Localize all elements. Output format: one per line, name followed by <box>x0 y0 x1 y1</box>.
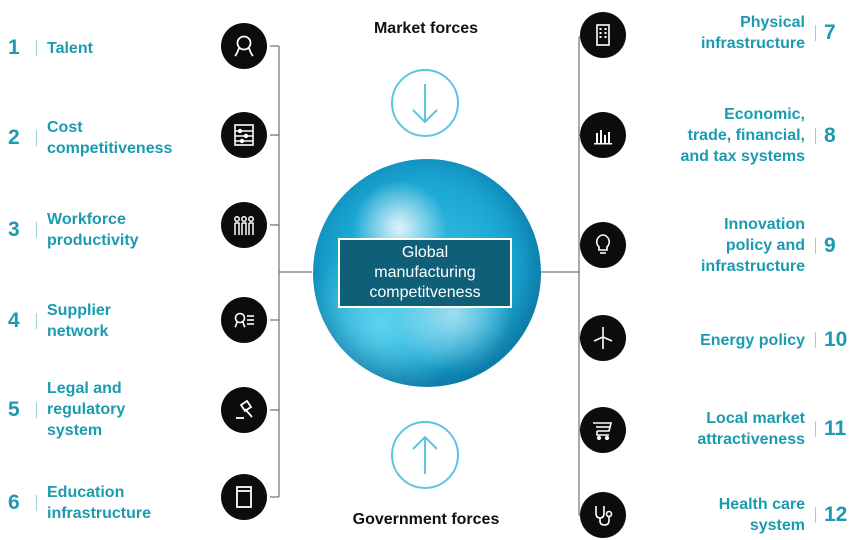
book-icon <box>221 474 267 520</box>
divider <box>36 40 37 56</box>
government-forces-heading: Government forces <box>352 511 500 528</box>
factor-number: 1 <box>8 36 20 59</box>
factor-label: Education infrastructure <box>47 484 152 522</box>
divider <box>815 332 816 348</box>
divider <box>36 495 37 511</box>
factor-label: Talent <box>47 39 93 57</box>
wind-turbine-icon <box>580 315 626 361</box>
factor-number: 10 <box>824 328 848 351</box>
factor-label: Legal and regulatory system <box>47 380 126 439</box>
divider <box>36 130 37 146</box>
divider <box>815 127 816 144</box>
factor-number: 9 <box>824 233 836 257</box>
factor-label: Innovation policy and infrastructure <box>700 216 805 275</box>
factor-label: Cost competitiveness <box>47 119 173 157</box>
down-arrow-icon <box>391 69 459 137</box>
factor-economic-systems: Economic, trade, financial, and tax syst… <box>680 104 854 167</box>
factor-education-infrastructure: 6 Education infrastructure <box>8 482 151 524</box>
factor-number: 2 <box>8 126 20 149</box>
factor-supplier-network: 4 Supplier network <box>8 300 111 342</box>
person-head-icon <box>221 23 267 69</box>
factor-health-care: Health care system 12 <box>719 494 854 536</box>
shopping-cart-icon <box>580 407 626 453</box>
factor-number: 3 <box>8 218 20 241</box>
factor-label: Workforce productivity <box>47 211 139 249</box>
factor-number: 5 <box>8 397 20 421</box>
divider <box>815 507 816 523</box>
factor-number: 4 <box>8 309 20 332</box>
factor-label: Local market attractiveness <box>697 410 805 448</box>
building-icon <box>580 12 626 58</box>
divider <box>815 237 816 254</box>
divider <box>36 313 37 329</box>
factor-physical-infrastructure: Physical infrastructure 7 <box>701 12 854 54</box>
divider <box>815 421 816 437</box>
abacus-icon <box>221 112 267 158</box>
factor-energy-policy: Energy policy 10 <box>700 328 854 352</box>
center-label: Global manufacturing competitveness <box>338 238 512 308</box>
factor-label: Physical infrastructure <box>700 14 805 52</box>
factor-number: 12 <box>824 503 848 526</box>
factor-local-market: Local market attractiveness 11 <box>697 408 854 450</box>
factor-label: Health care system <box>718 496 805 534</box>
factor-number: 6 <box>8 491 20 514</box>
bar-chart-icon <box>580 112 626 158</box>
market-forces-heading: Market forces <box>373 20 479 37</box>
up-arrow-icon <box>391 421 459 489</box>
factor-workforce-productivity: 3 Workforce productivity <box>8 209 139 251</box>
factor-legal-regulatory: 5 Legal and regulatory system <box>8 378 125 441</box>
gavel-icon <box>221 387 267 433</box>
factor-talent: 1 Talent <box>8 36 93 60</box>
factor-number: 8 <box>824 123 836 147</box>
factor-label: Economic, trade, financial, and tax syst… <box>680 106 805 165</box>
divider <box>36 401 37 418</box>
supplier-list-icon <box>221 297 267 343</box>
divider <box>815 25 816 41</box>
factor-innovation-policy: Innovation policy and infrastructure 9 <box>701 214 854 277</box>
factor-number: 7 <box>824 21 836 44</box>
lightbulb-icon <box>580 222 626 268</box>
factor-label: Supplier network <box>47 302 112 340</box>
factor-number: 11 <box>824 417 847 440</box>
stethoscope-icon <box>580 492 626 538</box>
workers-icon <box>221 202 267 248</box>
divider <box>36 222 37 238</box>
factor-cost-competitiveness: 2 Cost competitiveness <box>8 117 172 159</box>
factor-label: Energy policy <box>700 331 805 349</box>
